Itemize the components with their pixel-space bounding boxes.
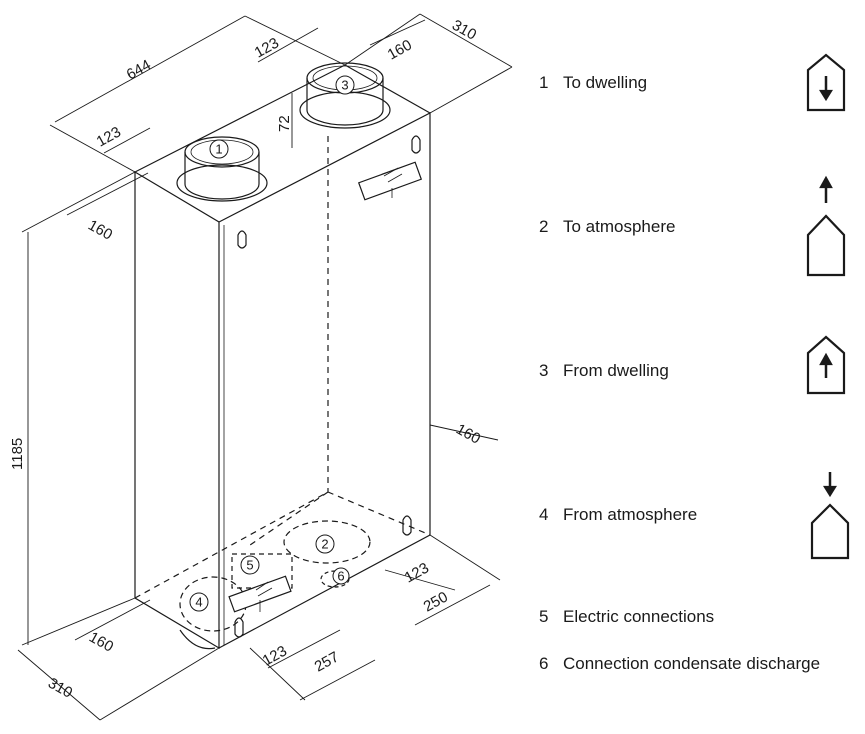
grille-bottom <box>228 575 292 613</box>
marker-1: 1 <box>215 142 222 157</box>
dim-1185: 1185 <box>9 438 26 470</box>
dim-160-top: 160 <box>385 36 415 63</box>
condensate-hook-left <box>237 230 247 249</box>
dim-250: 250 <box>421 588 451 615</box>
house-arrow-down-inside-icon <box>806 53 846 112</box>
hidden-edges <box>134 136 431 599</box>
dim-310-top: 310 <box>449 17 479 44</box>
house-arrow-up-inside-icon <box>806 335 846 395</box>
marker-5-circle <box>240 555 260 575</box>
electric-zone-5 <box>231 553 293 589</box>
dim-123-top: 123 <box>252 34 282 61</box>
house-arrow-down-above-icon <box>810 472 850 560</box>
cabinet-outline <box>134 64 431 650</box>
dimension-lines <box>17 13 513 721</box>
condensate-hook-bottom <box>234 617 244 638</box>
marker-6: 6 <box>337 569 344 584</box>
house-arrow-up-above-icon <box>806 175 846 277</box>
legend-label-6: Connection condensate discharge <box>563 654 821 673</box>
dim-257: 257 <box>312 648 342 675</box>
marker-2-circle <box>315 534 335 554</box>
dim-123-bottom-front: 123 <box>260 642 290 669</box>
legend-number-5: 5 <box>539 607 549 626</box>
marker-2: 2 <box>321 537 328 552</box>
marker-4-circle <box>189 592 209 612</box>
legend-number-1: 1 <box>539 73 549 92</box>
marker-4: 4 <box>195 595 202 610</box>
opening-2 <box>283 520 371 564</box>
marker-6-circle <box>332 567 350 585</box>
dim-160-bottom-left: 160 <box>86 629 116 656</box>
dim-123-front: 123 <box>94 123 124 150</box>
spigot-3 <box>299 62 391 129</box>
legend-label-2: To atmosphere <box>563 217 676 236</box>
spigot-4 <box>179 629 216 650</box>
condensate-hook-top <box>411 135 421 154</box>
legend-label-5: Electric connections <box>563 607 715 626</box>
legend-label-1: To dwelling <box>563 73 648 92</box>
legend-label-4: From atmosphere <box>563 505 698 524</box>
dim-644: 644 <box>124 56 154 83</box>
legend-number-4: 4 <box>539 505 549 524</box>
marker-5: 5 <box>246 558 253 573</box>
marker-3: 3 <box>341 78 348 93</box>
dim-310-bottom: 310 <box>45 675 75 702</box>
legend-number-2: 2 <box>539 217 549 236</box>
dim-160-bottom-right: 160 <box>453 421 483 448</box>
marker-3-circle <box>335 75 355 95</box>
dim-72: 72 <box>276 115 293 132</box>
legend-number-3: 3 <box>539 361 549 380</box>
dim-160-left: 160 <box>85 217 115 244</box>
marker-1-circle <box>209 139 229 159</box>
legend-number-6: 6 <box>539 654 549 673</box>
condensate-hook-bottom-right <box>402 515 412 536</box>
legend-label-3: From dwelling <box>563 361 669 380</box>
